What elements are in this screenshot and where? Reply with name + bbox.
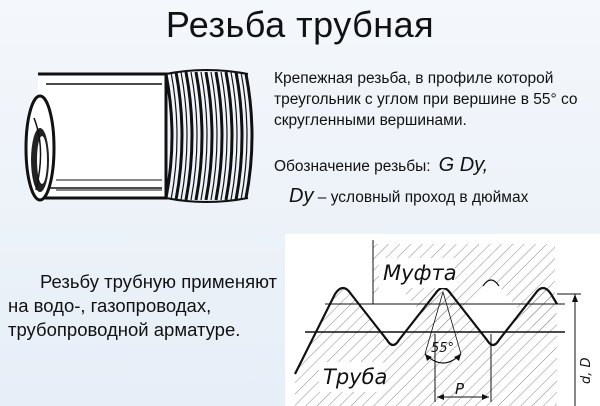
thread-designation: Обозначение резьбы: G Dy, (274, 154, 488, 177)
designation-value: G Dy, (438, 154, 489, 176)
usage-line: на водо-, газопроводах, (8, 295, 212, 316)
thread-profile-diagram: Муфта Труба 55° P d, D (285, 234, 600, 406)
usage-line: трубопроводной арматуре. (8, 319, 241, 340)
diameter-label: d, D (579, 357, 594, 384)
thread-description: Крепежная резьба, в профиле которой треу… (274, 68, 592, 131)
description-line: скругленными вершинами. (274, 112, 467, 129)
usage-text: Резьбу трубную применяют на водо-, газоп… (0, 270, 290, 342)
pipe-label: Труба (323, 365, 387, 389)
page-title: Резьба трубная (165, 4, 435, 45)
description-line: Крепежная резьба, в профиле которой (274, 70, 554, 87)
dy-definition: Dy – условный проход в дюймах (289, 185, 528, 208)
coupling-label: Муфта (383, 261, 457, 285)
usage-line: Резьбу трубную применяют (40, 271, 278, 292)
angle-label: 55° (431, 341, 454, 356)
threaded-pipe-illustration (24, 69, 254, 203)
dy-text: – условный проход в дюймах (317, 189, 529, 206)
pitch-label: P (455, 380, 465, 398)
designation-label: Обозначение резьбы: (274, 158, 431, 175)
dy-symbol: Dy (289, 185, 314, 207)
description-line: треугольник с углом при вершине в 55° со (274, 91, 578, 108)
